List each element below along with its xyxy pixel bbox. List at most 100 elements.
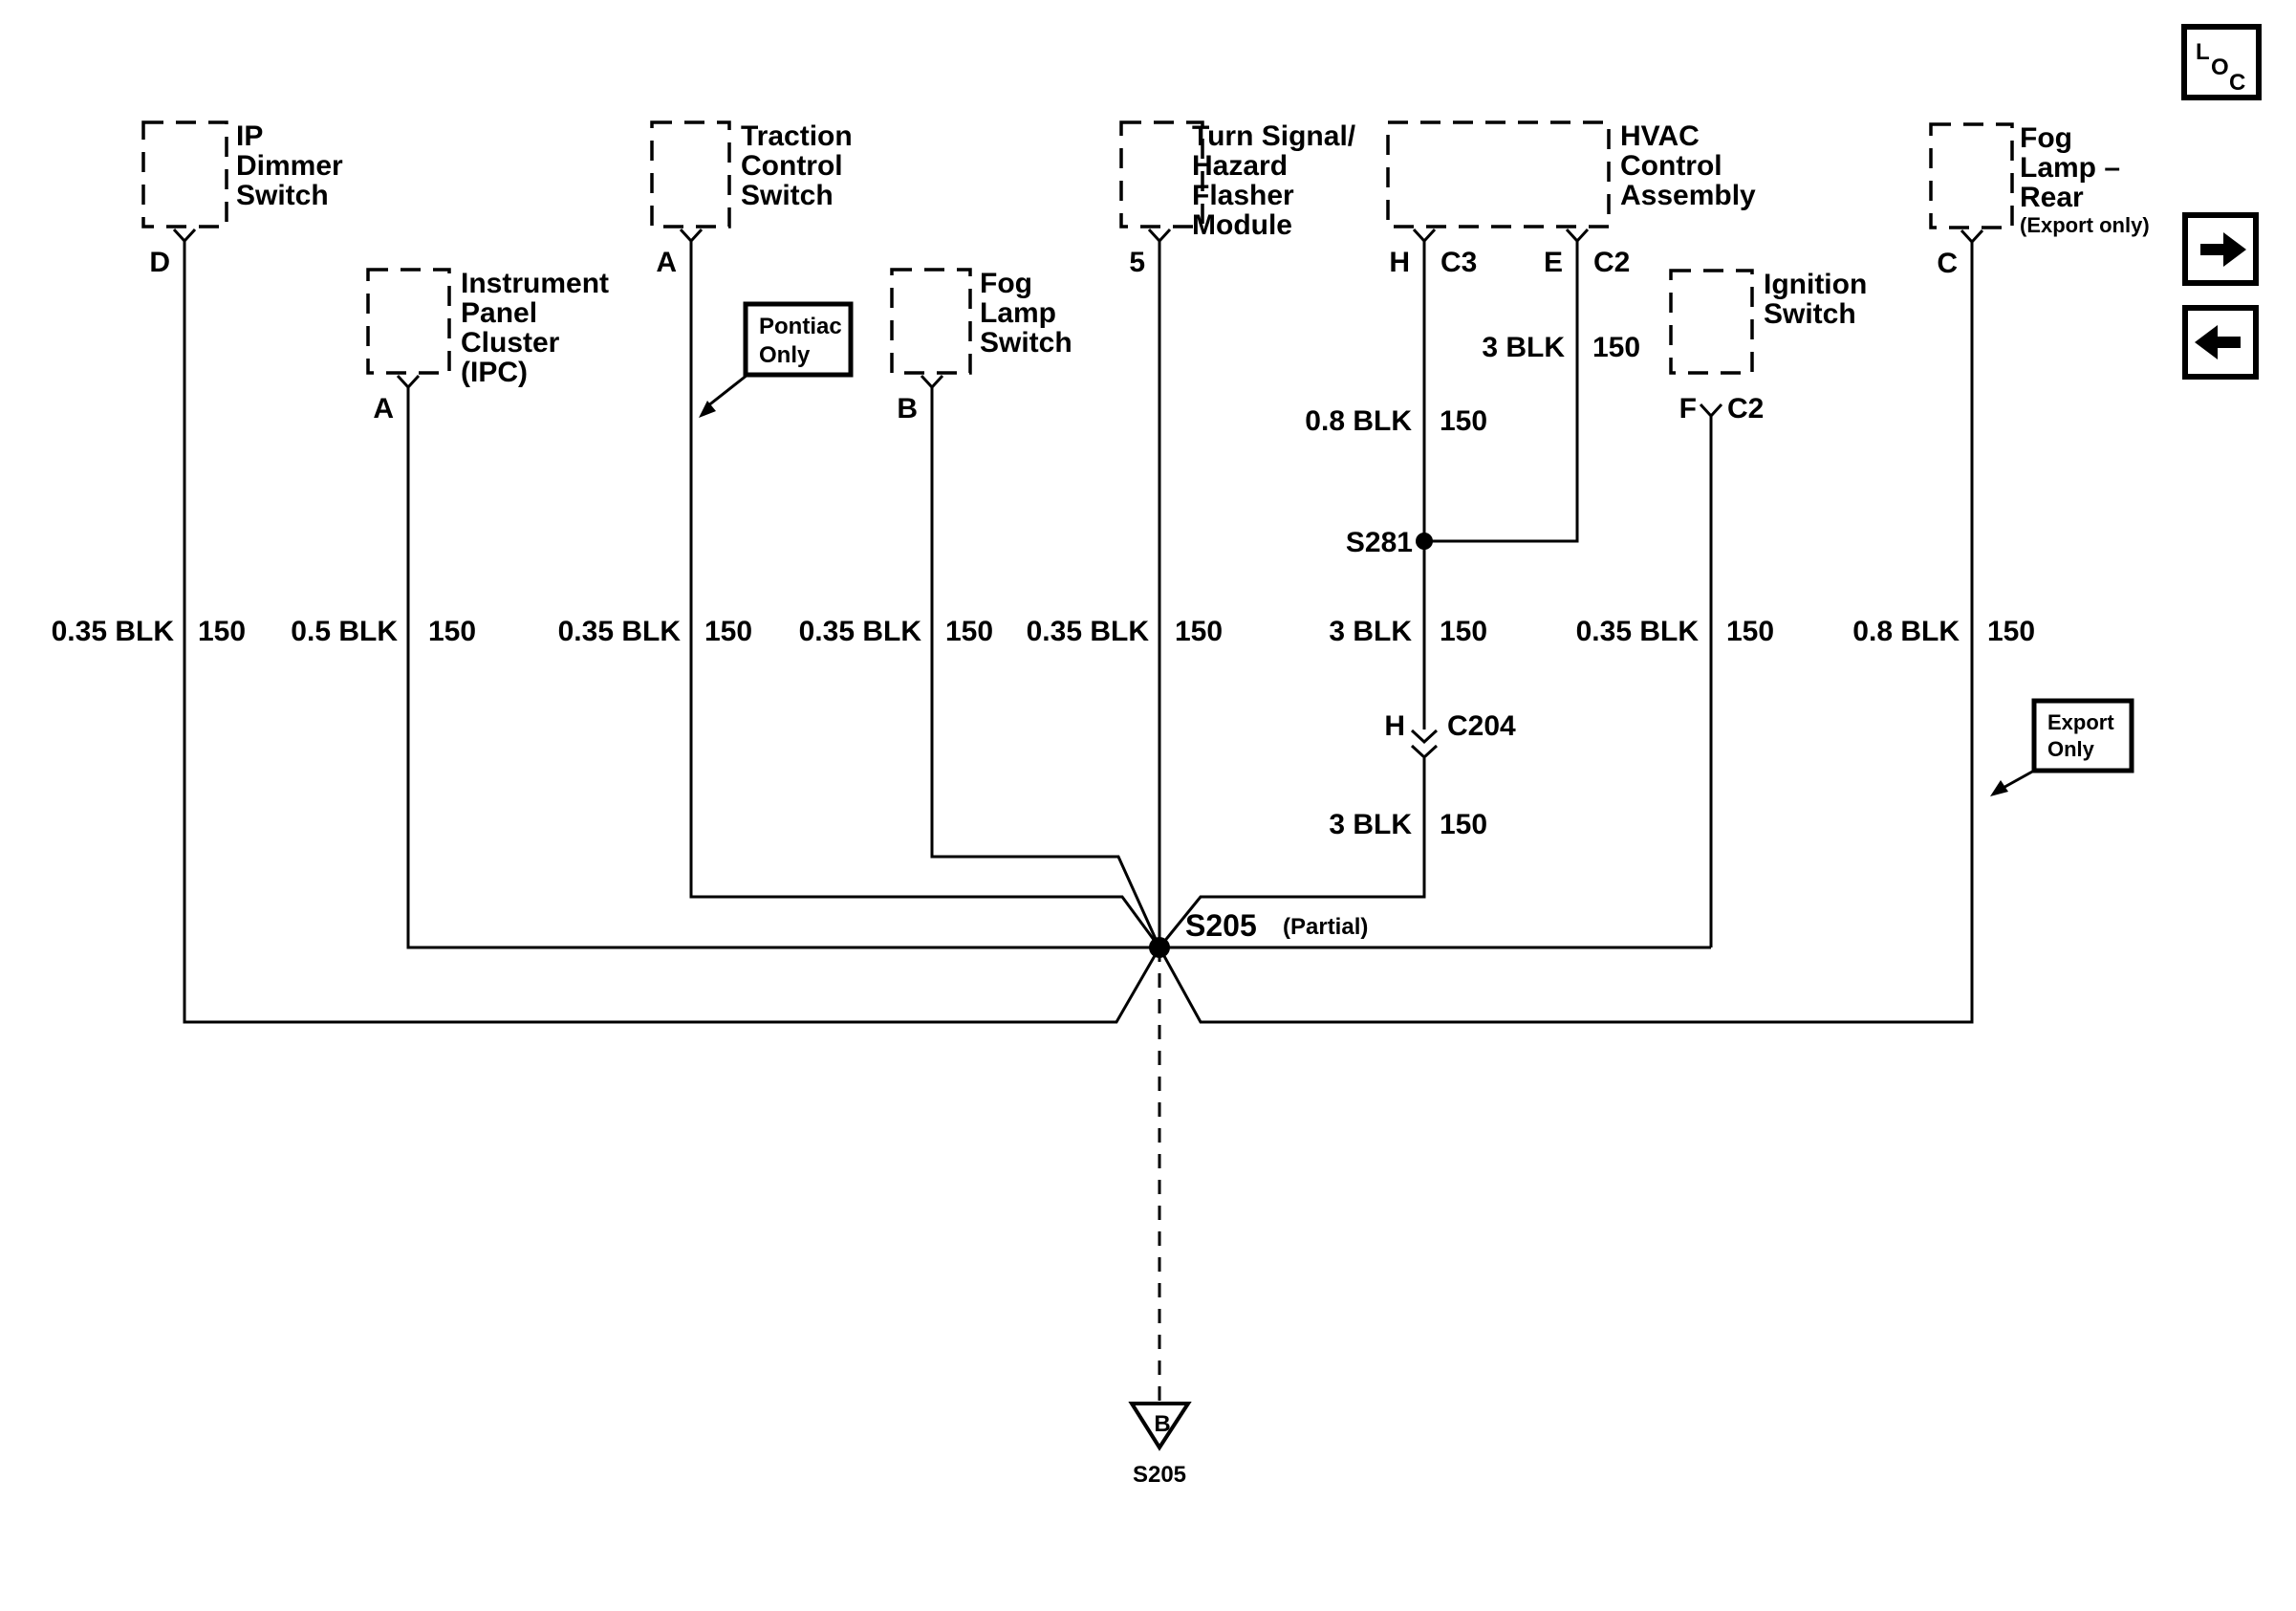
wire-gauge-label: 0.35 BLK (558, 616, 682, 647)
traction-control-switch-box (650, 120, 731, 229)
wire-gauge-label: 0.35 BLK (1027, 616, 1150, 647)
component-label-line: Switch (980, 327, 1072, 359)
wire-fog-switch-ground (930, 387, 1161, 948)
component-label-line: Control (741, 150, 843, 182)
connector-label-hvac-c2: C2 (1593, 247, 1630, 278)
ip-dimmer-switch-box (141, 120, 228, 229)
component-label-line: Dimmer (236, 150, 343, 182)
loc-letter-c: C (2229, 70, 2245, 96)
component-label-line: Panel (461, 297, 537, 329)
ignition-switch-label: Ignition Switch (1764, 269, 1867, 330)
turn-signal-flasher-module-label: Turn Signal/ Hazard Flasher Module (1192, 120, 1356, 241)
pontiac-only-text-line: Pontiac (759, 314, 842, 339)
pin-fork-traction (679, 228, 704, 244)
splice-label-s205: S205 (1185, 908, 1257, 943)
splice-label-s205-note: (Partial) (1283, 914, 1368, 940)
pontiac-only-box (743, 301, 854, 378)
wire-circuit-label-c204-lower: 150 (1440, 809, 1487, 840)
wire-gauge-label: 0.5 BLK (291, 616, 398, 647)
pontiac-only-arrow-line (706, 373, 748, 408)
pin-fork-fog-rear (1960, 229, 1984, 245)
component-label-line: Switch (236, 180, 329, 211)
next-page-button[interactable] (2182, 212, 2259, 286)
pin-label-ignition-f: F (1679, 393, 1697, 425)
pin-fork-fog-switch (920, 374, 944, 390)
pin-fork-ignition (1699, 403, 1723, 419)
component-label-line: Hazard (1192, 150, 1288, 182)
wire-circuit-label: 150 (1175, 616, 1223, 647)
pin-label-ip-dimmer-d: D (149, 247, 170, 278)
wire-circuit-label: 150 (198, 616, 246, 647)
right-arrow-icon (2200, 232, 2246, 267)
component-label-line: Cluster (461, 327, 560, 359)
wire-circuit-label: 150 (945, 616, 993, 647)
component-label-line: Lamp (980, 297, 1056, 329)
s205-reference-letter: B (1154, 1411, 1170, 1437)
wire-circuit-label: 150 (1987, 616, 2035, 647)
export-only-callout: Export Only (1990, 698, 2134, 796)
wire-circuit-label: 150 (428, 616, 476, 647)
loc-button[interactable]: L O C (2181, 24, 2262, 100)
component-label-line: Ignition (1764, 269, 1867, 300)
component-label-line: IP (236, 120, 263, 152)
pin-label-fog-switch-b: B (897, 393, 918, 425)
component-label-line: Switch (741, 180, 834, 211)
pin-label-traction-a: A (656, 247, 677, 278)
export-only-text-line: Export (2047, 710, 2114, 734)
pin-label-turn-signal-5: 5 (1129, 247, 1145, 278)
connector-label-ignition-c2: C2 (1727, 393, 1764, 425)
loc-letter-l: L (2196, 39, 2210, 65)
wire-gauge-label-c204-lower: 3 BLK (1329, 809, 1412, 840)
pin-label-ipc-a: A (373, 393, 394, 425)
component-label-line: Flasher (1192, 180, 1294, 211)
splice-dot-s281 (1416, 533, 1433, 550)
component-label-line: Switch (1764, 298, 1856, 330)
fog-lamp-switch-box (890, 268, 972, 375)
component-label-line: Lamp – (2020, 152, 2120, 184)
component-label-line: Instrument (461, 268, 609, 299)
component-label-line: HVAC (1620, 120, 1700, 152)
component-label-line: (IPC) (461, 357, 528, 388)
pin-fork-hvac-h (1412, 228, 1437, 244)
wire-ip-dimmer-ground (183, 241, 1161, 1024)
loc-letter-o: O (2211, 54, 2229, 80)
pin-fork-turn-signal (1147, 228, 1172, 244)
component-label-line: Control (1620, 150, 1722, 182)
c204-pin-label: H (1384, 710, 1405, 742)
c204-connector-chevron-top (1410, 729, 1439, 745)
s205-reference-name: S205 (1133, 1462, 1186, 1488)
wire-gauge-label: 3 BLK (1329, 616, 1412, 647)
component-label-note: (Export only) (2020, 213, 2150, 237)
fog-lamp-switch-label: Fog Lamp Switch (980, 268, 1072, 359)
hvac-control-assembly-label: HVAC Control Assembly (1620, 120, 1756, 211)
export-only-arrow-line (1999, 769, 2035, 792)
ip-dimmer-switch-label: IP Dimmer Switch (236, 120, 343, 211)
left-arrow-icon (2195, 325, 2241, 359)
wire-gauge-label-hvac-e: 3 BLK (1482, 332, 1565, 363)
pin-label-hvac-h: H (1389, 247, 1410, 278)
next-page-button-box[interactable] (2182, 212, 2259, 286)
hvac-control-assembly-box (1386, 120, 1611, 229)
component-label-line: Module (1192, 209, 1292, 241)
s205-reference-triangle (1128, 1402, 1192, 1451)
export-only-text-line: Only (2047, 737, 2095, 761)
prev-page-button-box[interactable] (2182, 305, 2259, 380)
pin-fork-ipc (396, 374, 421, 390)
wire-circuit-label: 150 (1440, 616, 1487, 647)
wire-fog-rear-ground (1158, 242, 1974, 1024)
wire-gauge-label: 0.35 BLK (1576, 616, 1700, 647)
traction-control-switch-label: Traction Control Switch (741, 120, 853, 211)
fog-lamp-rear-label: Fog Lamp – Rear (Export only) (2020, 122, 2150, 237)
wire-label-row: 0.35 BLK 150 0.5 BLK 150 0.35 BLK 150 0.… (52, 616, 2035, 647)
prev-page-button[interactable] (2182, 305, 2259, 380)
loc-button-box[interactable] (2181, 24, 2262, 100)
pin-fork-ip-dimmer (172, 228, 197, 244)
wire-hvac-h-ground-lower (1158, 758, 1426, 948)
wire-gauge-label: 0.35 BLK (52, 616, 175, 647)
component-label-line: Fog (980, 268, 1032, 299)
splice-label-s281: S281 (1346, 527, 1413, 558)
wire-hvac-e-branch (1424, 241, 1579, 543)
c204-connector-label: C204 (1447, 710, 1516, 742)
